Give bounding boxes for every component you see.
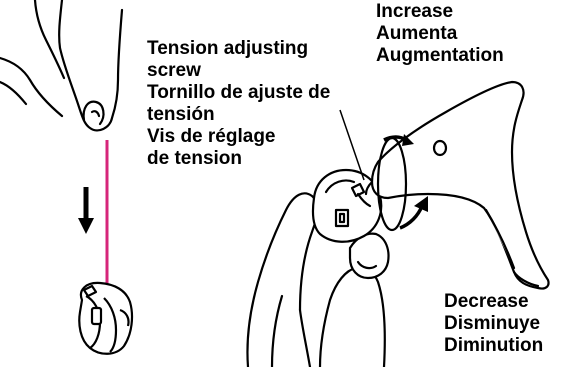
tension-screw-label-line-1: Tension adjusting bbox=[147, 38, 330, 60]
increase-label-en: Increase bbox=[376, 1, 504, 23]
decrease-label-es: Disminuye bbox=[444, 313, 543, 335]
decrease-label-en: Decrease bbox=[444, 291, 543, 313]
tension-screw-label-line-2: screw bbox=[147, 60, 330, 82]
screwdriver-illustration bbox=[366, 82, 549, 289]
decrease-label: Decrease Disminuye Diminution bbox=[444, 291, 543, 357]
increase-label-fr: Augmentation bbox=[376, 45, 504, 67]
left-hand-illustration bbox=[0, 0, 122, 130]
decrease-label-fr: Diminution bbox=[444, 335, 543, 357]
down-arrow-icon bbox=[78, 187, 94, 234]
tension-screw-label-line-3: Tornillo de ajuste de bbox=[147, 82, 330, 104]
tension-screw-label-line-6: de tension bbox=[147, 148, 330, 170]
right-hand-illustration bbox=[247, 170, 388, 367]
tension-screw-label-line-5: Vis de réglage bbox=[147, 126, 330, 148]
tension-screw-label-line-4: tensión bbox=[147, 104, 330, 126]
tension-screw-label: Tension adjusting screw Tornillo de ajus… bbox=[147, 38, 330, 170]
increase-label: Increase Aumenta Augmentation bbox=[376, 1, 504, 67]
hanging-bobbin-case bbox=[79, 283, 132, 354]
increase-label-es: Aumenta bbox=[376, 23, 504, 45]
